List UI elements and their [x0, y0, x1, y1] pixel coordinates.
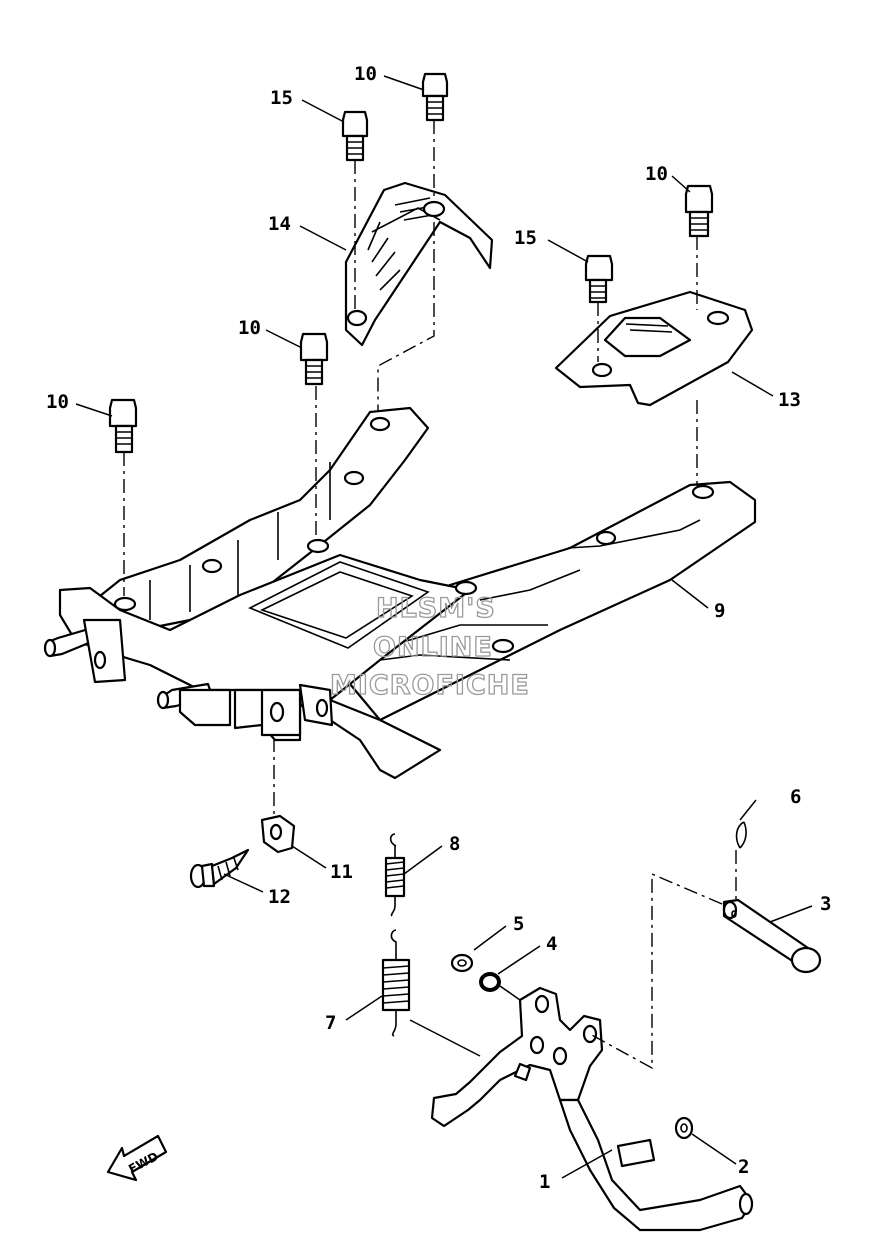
- callout-14: 14: [268, 213, 291, 235]
- main-stand-part-1: [430, 986, 754, 1232]
- callout-11: 11: [330, 861, 353, 883]
- cotter-pin-part-6: [735, 821, 747, 849]
- callout-7: 7: [325, 1012, 336, 1034]
- callout-10: 10: [238, 317, 261, 339]
- watermark-line3: MICROFICHE: [330, 670, 530, 701]
- bolt-part-15-a: [341, 110, 369, 162]
- callout-10: 10: [645, 163, 668, 185]
- washer-part-5: [450, 953, 474, 973]
- bolt-part-10-c: [299, 332, 329, 386]
- forward-direction-arrow: FWD: [106, 1134, 168, 1182]
- spring-part-8: [384, 833, 406, 917]
- callout-5: 5: [513, 913, 524, 935]
- callout-13: 13: [778, 389, 801, 411]
- callout-4: 4: [546, 933, 557, 955]
- bolt-part-10-a: [421, 72, 449, 122]
- callout-12: 12: [268, 886, 291, 908]
- watermark: HLSM'S ONLINE MICROFICHE: [329, 592, 530, 701]
- frame-part-9: [43, 406, 757, 780]
- cover-plate-part-14: [344, 181, 494, 347]
- callout-15: 15: [514, 227, 537, 249]
- bolt-part-10-b: [684, 184, 714, 238]
- tapping-screw-part-12: [189, 848, 250, 889]
- alignment-lines: [123, 120, 737, 1070]
- shaft-part-3: [722, 898, 822, 974]
- bolt-part-15-b: [584, 254, 614, 304]
- callout-10: 10: [354, 63, 377, 85]
- callout-numbers: 10 15 14 10 15 13 10 10 9 6 3 8 5 4 7 11…: [46, 63, 831, 1193]
- bolt-part-10-d: [108, 398, 138, 454]
- callout-leaders: [75, 75, 813, 1179]
- callout-1: 1: [539, 1171, 550, 1193]
- callout-6: 6: [790, 786, 801, 808]
- callout-2: 2: [738, 1156, 749, 1178]
- watermark-line1: HLSM'S: [376, 593, 496, 624]
- o-ring-part-4: [479, 972, 501, 992]
- spring-part-7: [381, 929, 411, 1037]
- clip-nut-part-11: [260, 814, 296, 854]
- callout-9: 9: [714, 600, 725, 622]
- washer-part-2: [674, 1116, 694, 1140]
- watermark-line2: ONLINE: [373, 632, 493, 663]
- callout-8: 8: [449, 833, 460, 855]
- callout-3: 3: [820, 893, 831, 915]
- cover-plate-part-13: [554, 290, 754, 407]
- callout-10: 10: [46, 391, 69, 413]
- callout-15: 15: [270, 87, 293, 109]
